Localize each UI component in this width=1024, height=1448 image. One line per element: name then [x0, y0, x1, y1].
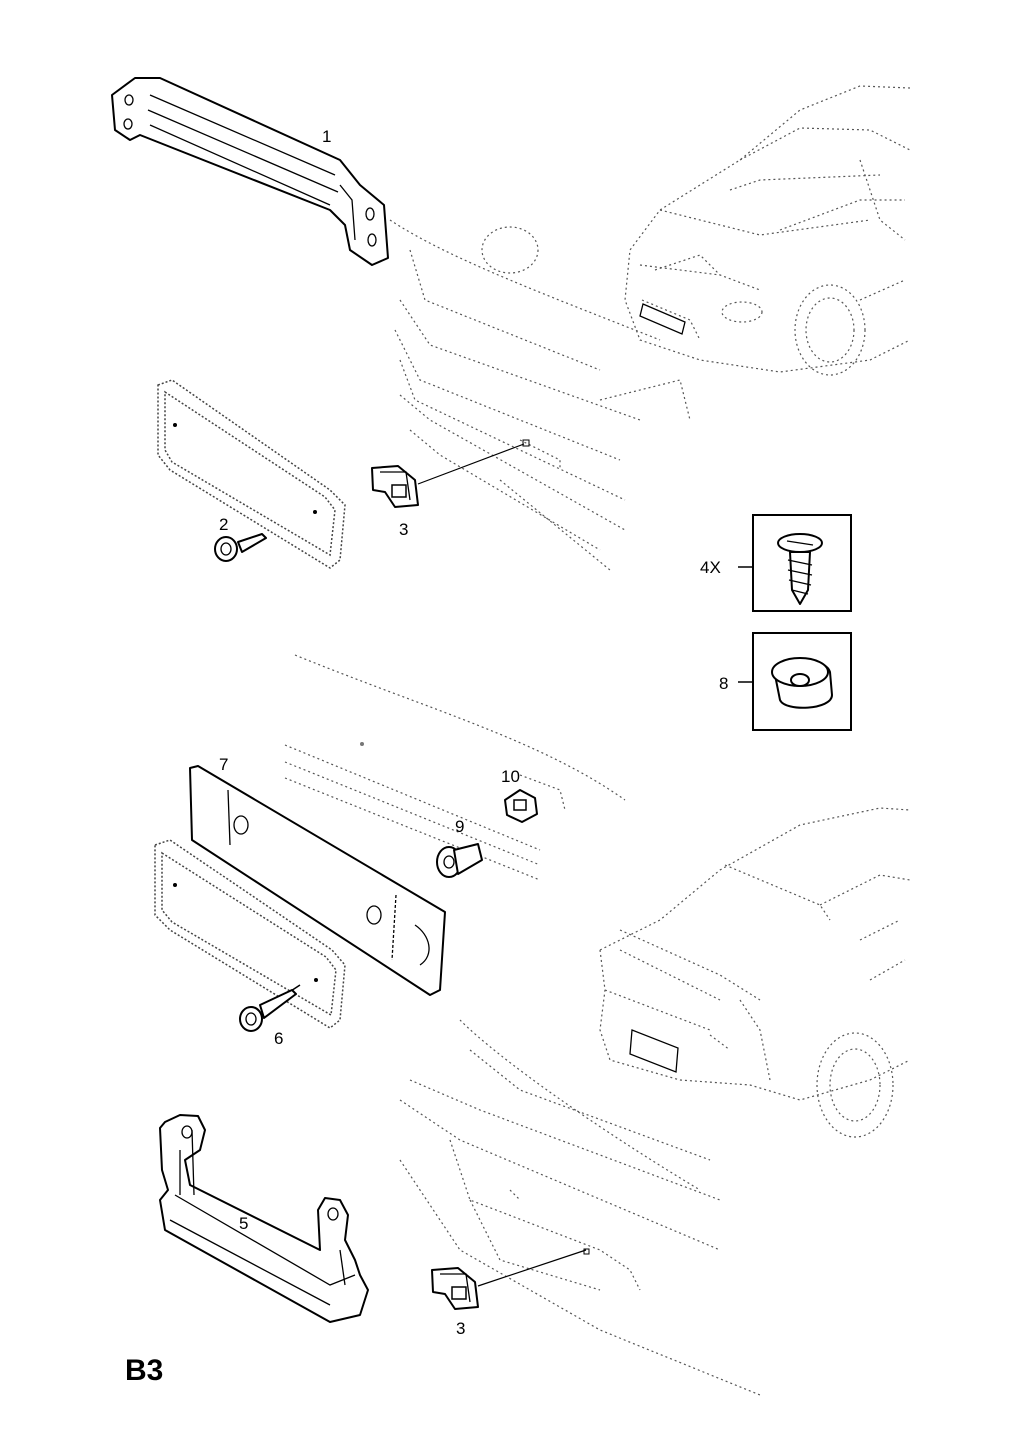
callout-1: 1: [322, 127, 331, 146]
inset-grommet-box: [738, 632, 852, 731]
rear-car-icon: [599, 807, 911, 1138]
clip-nut-icon: [371, 443, 525, 508]
callout-3-bottom: 3: [456, 1319, 465, 1338]
callout-10: 10: [501, 767, 520, 786]
callout-4x: 4X: [700, 558, 721, 577]
callout-8: 8: [719, 674, 728, 693]
bracket-part-1: [111, 77, 389, 266]
screw-icon: [239, 984, 301, 1032]
screw-icon: [214, 533, 267, 562]
callout-6: 6: [274, 1029, 283, 1048]
grommet-icon: [771, 657, 833, 709]
inset-screw-box: [738, 514, 852, 612]
grommet-icon: [504, 789, 538, 823]
rear-trunk-ghost: [284, 654, 761, 1396]
callout-2: 2: [219, 515, 228, 534]
license-plate-front: [157, 379, 346, 569]
front-car-icon: [624, 85, 911, 376]
plate-holder-part-7: [189, 765, 446, 996]
callout-3-top: 3: [399, 520, 408, 539]
clip-nut-icon: [431, 1249, 587, 1310]
rivet-icon: [436, 843, 483, 878]
callout-9: 9: [455, 817, 464, 836]
callout-5: 5: [239, 1214, 248, 1233]
front-bumper-ghost: [389, 219, 691, 571]
page-code: B3: [125, 1354, 163, 1387]
callout-7: 7: [219, 755, 228, 774]
license-plate-rear: [154, 839, 346, 1029]
bracket-part-5: [159, 1114, 369, 1323]
